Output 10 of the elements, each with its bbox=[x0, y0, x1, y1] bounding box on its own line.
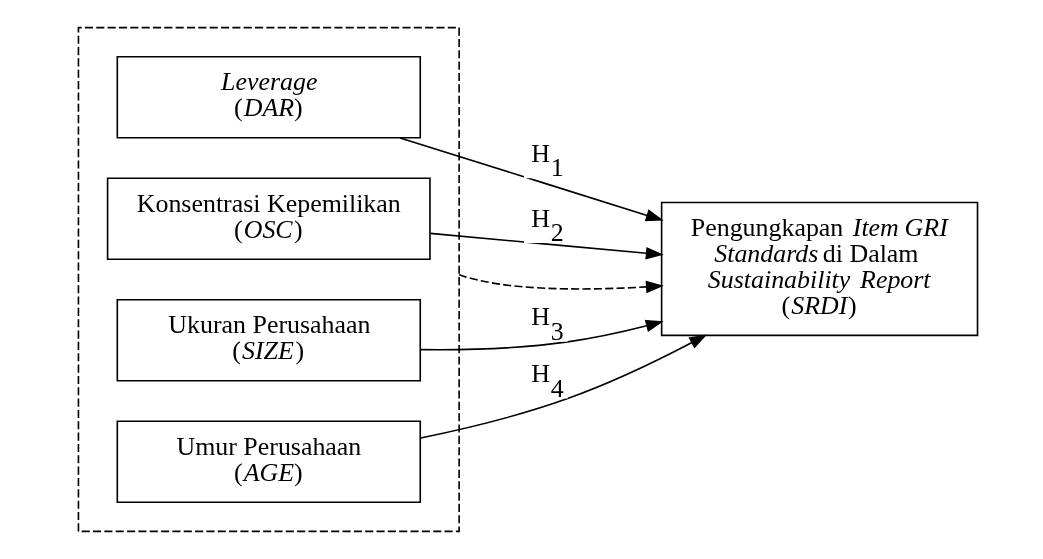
cluster bbox=[77, 26, 460, 533]
node-box: Leverage (DAR) bbox=[116, 55, 422, 139]
node-box: Umur Perusahaan (AGE) bbox=[116, 420, 422, 504]
node-box: Pengungkapan Item GRI Standards di Dalam Sustainability Report (SRDI) bbox=[660, 201, 979, 337]
node-box: Ukuran Perusahaan (SIZE) bbox=[116, 298, 422, 382]
node-box: Konsentrasi Kepemilikan (OSC) bbox=[106, 177, 431, 261]
arrow bbox=[429, 232, 664, 260]
arrow bbox=[458, 273, 664, 294]
arrow bbox=[419, 319, 664, 351]
arrow bbox=[419, 334, 708, 439]
